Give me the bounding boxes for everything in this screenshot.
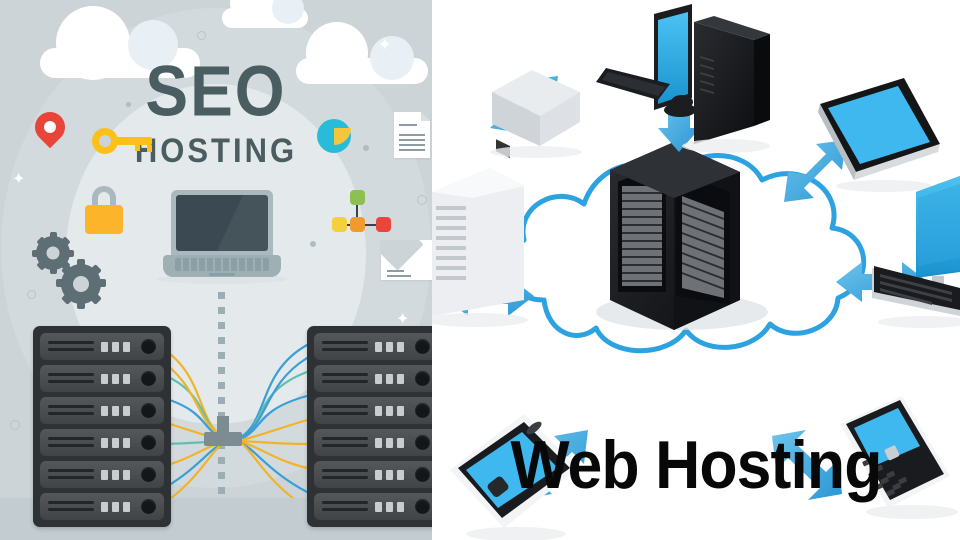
sparkle-icon-1: ✦ (12, 171, 26, 188)
server-unit (314, 365, 432, 392)
web-hosting-panel: Web Hosting (432, 0, 960, 540)
server-unit (314, 461, 432, 488)
tablet-device (818, 78, 940, 192)
document-icon (394, 112, 430, 158)
server-cabinets (596, 142, 768, 330)
envelope-icon (381, 240, 432, 280)
key-icon (92, 128, 152, 154)
cloud-shape-2 (222, 0, 308, 28)
seo-hosting-panel: ✦ ✦ ✦ SEO HOSTING (0, 0, 432, 540)
laptop-icon (157, 190, 287, 285)
padlock-icon (85, 186, 123, 234)
modem-box-device (490, 70, 582, 159)
server-rack-right (307, 326, 432, 527)
cloud-diagram (432, 4, 960, 540)
seo-title-block: SEO HOSTING (0, 55, 432, 170)
cloud-shape-3 (296, 22, 428, 84)
server-unit (314, 333, 432, 360)
ring-dot-1 (197, 31, 206, 40)
server-unit (40, 493, 164, 520)
server-unit (40, 397, 164, 424)
arrow-top-right (784, 140, 846, 202)
desktop-computer-device (596, 4, 770, 153)
pc-tower-device (432, 168, 528, 327)
gears-icon (32, 232, 108, 309)
qwerty-phone-device (840, 396, 958, 519)
web-hosting-title: Web Hosting (510, 427, 882, 503)
smartphone-device (450, 414, 578, 540)
server-unit (314, 429, 432, 456)
server-unit (314, 397, 432, 424)
ring-dot-4 (27, 290, 36, 299)
arrow-bottom-right (772, 430, 842, 500)
ring-dot-2 (417, 195, 427, 205)
server-unit (40, 333, 164, 360)
server-unit (40, 461, 164, 488)
sparkle-icon-3: ✦ (396, 311, 410, 328)
sparkle-icon-2: ✦ (378, 37, 392, 54)
solid-dot-1 (126, 102, 131, 107)
server-unit (40, 429, 164, 456)
solid-dot-3 (310, 241, 316, 247)
solid-dot-2 (363, 145, 369, 151)
monitor-keyboard-device (872, 176, 960, 328)
server-unit (314, 493, 432, 520)
server-rack-left (33, 326, 171, 527)
pie-chart-icon (317, 119, 351, 153)
ring-dot-3 (10, 420, 20, 430)
server-unit (40, 365, 164, 392)
seo-title-main: SEO (145, 50, 287, 132)
seo-title-sub: HOSTING (134, 130, 298, 170)
cable-hub-icon (204, 416, 242, 446)
network-nodes-icon (332, 190, 394, 238)
map-pin-icon (28, 105, 72, 154)
cloud-shape-1 (40, 6, 200, 80)
